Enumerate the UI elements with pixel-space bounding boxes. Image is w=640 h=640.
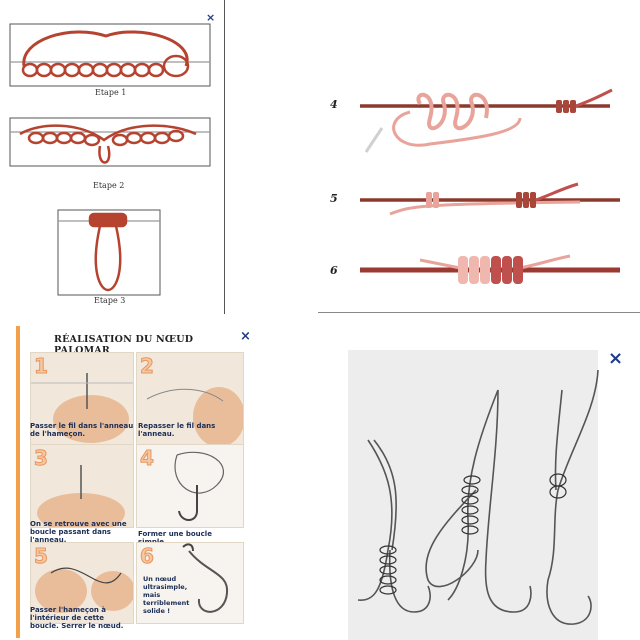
- step-cell-3: 3: [30, 444, 134, 528]
- knot-binding-panel: 4 5 6: [320, 60, 640, 312]
- step-label-3: Etape 3: [94, 296, 126, 305]
- row-number-4: 4: [330, 98, 338, 111]
- hand-hook-illustration: [31, 373, 133, 443]
- step-number: 5: [34, 544, 49, 569]
- row-number-6: 6: [330, 264, 338, 277]
- step-number: 6: [140, 544, 155, 569]
- step-cell-6: 6 Un nœud ultrasimple, mais terriblement…: [136, 542, 244, 624]
- hook-knots-panel: ×: [348, 350, 640, 640]
- step-caption: Un nœud ultrasimple, mais terriblement s…: [143, 575, 190, 615]
- step-number: 1: [34, 354, 49, 379]
- divider: [224, 0, 225, 314]
- step-caption: Passer l'hameçon à l'intérieur de cette …: [30, 606, 124, 630]
- binding-drawing: [360, 88, 620, 284]
- step-cell-5: 5: [30, 542, 134, 624]
- close-icon[interactable]: ×: [608, 350, 624, 369]
- step-number: 4: [140, 446, 155, 471]
- hand-hook-illustration: [37, 465, 125, 527]
- knot-steps-panel: × Etape 1 Etape 2 Etape 3: [0, 0, 222, 312]
- panel-title: RÉALISATION DU NŒUD PALOMAR: [54, 334, 194, 356]
- hand-hook-illustration: [146, 387, 243, 447]
- step-cell-4: 4: [136, 444, 244, 528]
- step-number: 3: [34, 446, 49, 471]
- step-number: 2: [140, 354, 155, 379]
- step-label-2: Etape 2: [93, 181, 125, 190]
- step-caption: On se retrouve avec une boucle passant d…: [30, 520, 127, 544]
- hook-knots-drawing: [357, 369, 599, 625]
- step-label-1: Etape 1: [95, 88, 127, 97]
- row-number-5: 5: [330, 192, 338, 205]
- step-caption: Passer le fil dans l'anneau de l'hameçon…: [30, 422, 134, 438]
- hand-hook-illustration: [35, 567, 133, 613]
- step-cell-2: 2: [136, 352, 244, 450]
- step-cell-1: 1: [30, 352, 134, 450]
- hook-illustration: [182, 543, 229, 613]
- divider: [318, 312, 640, 313]
- close-icon[interactable]: ×: [206, 11, 216, 24]
- close-icon[interactable]: ×: [240, 329, 251, 344]
- panel-border: [16, 326, 20, 638]
- step-caption: Repasser le fil dans l'anneau.: [138, 422, 216, 438]
- hook-loop-illustration: [174, 451, 224, 521]
- knot-steps-drawing: [9, 23, 211, 296]
- palomar-panel: RÉALISATION DU NŒUD PALOMAR × 1 2 Passer…: [16, 326, 252, 638]
